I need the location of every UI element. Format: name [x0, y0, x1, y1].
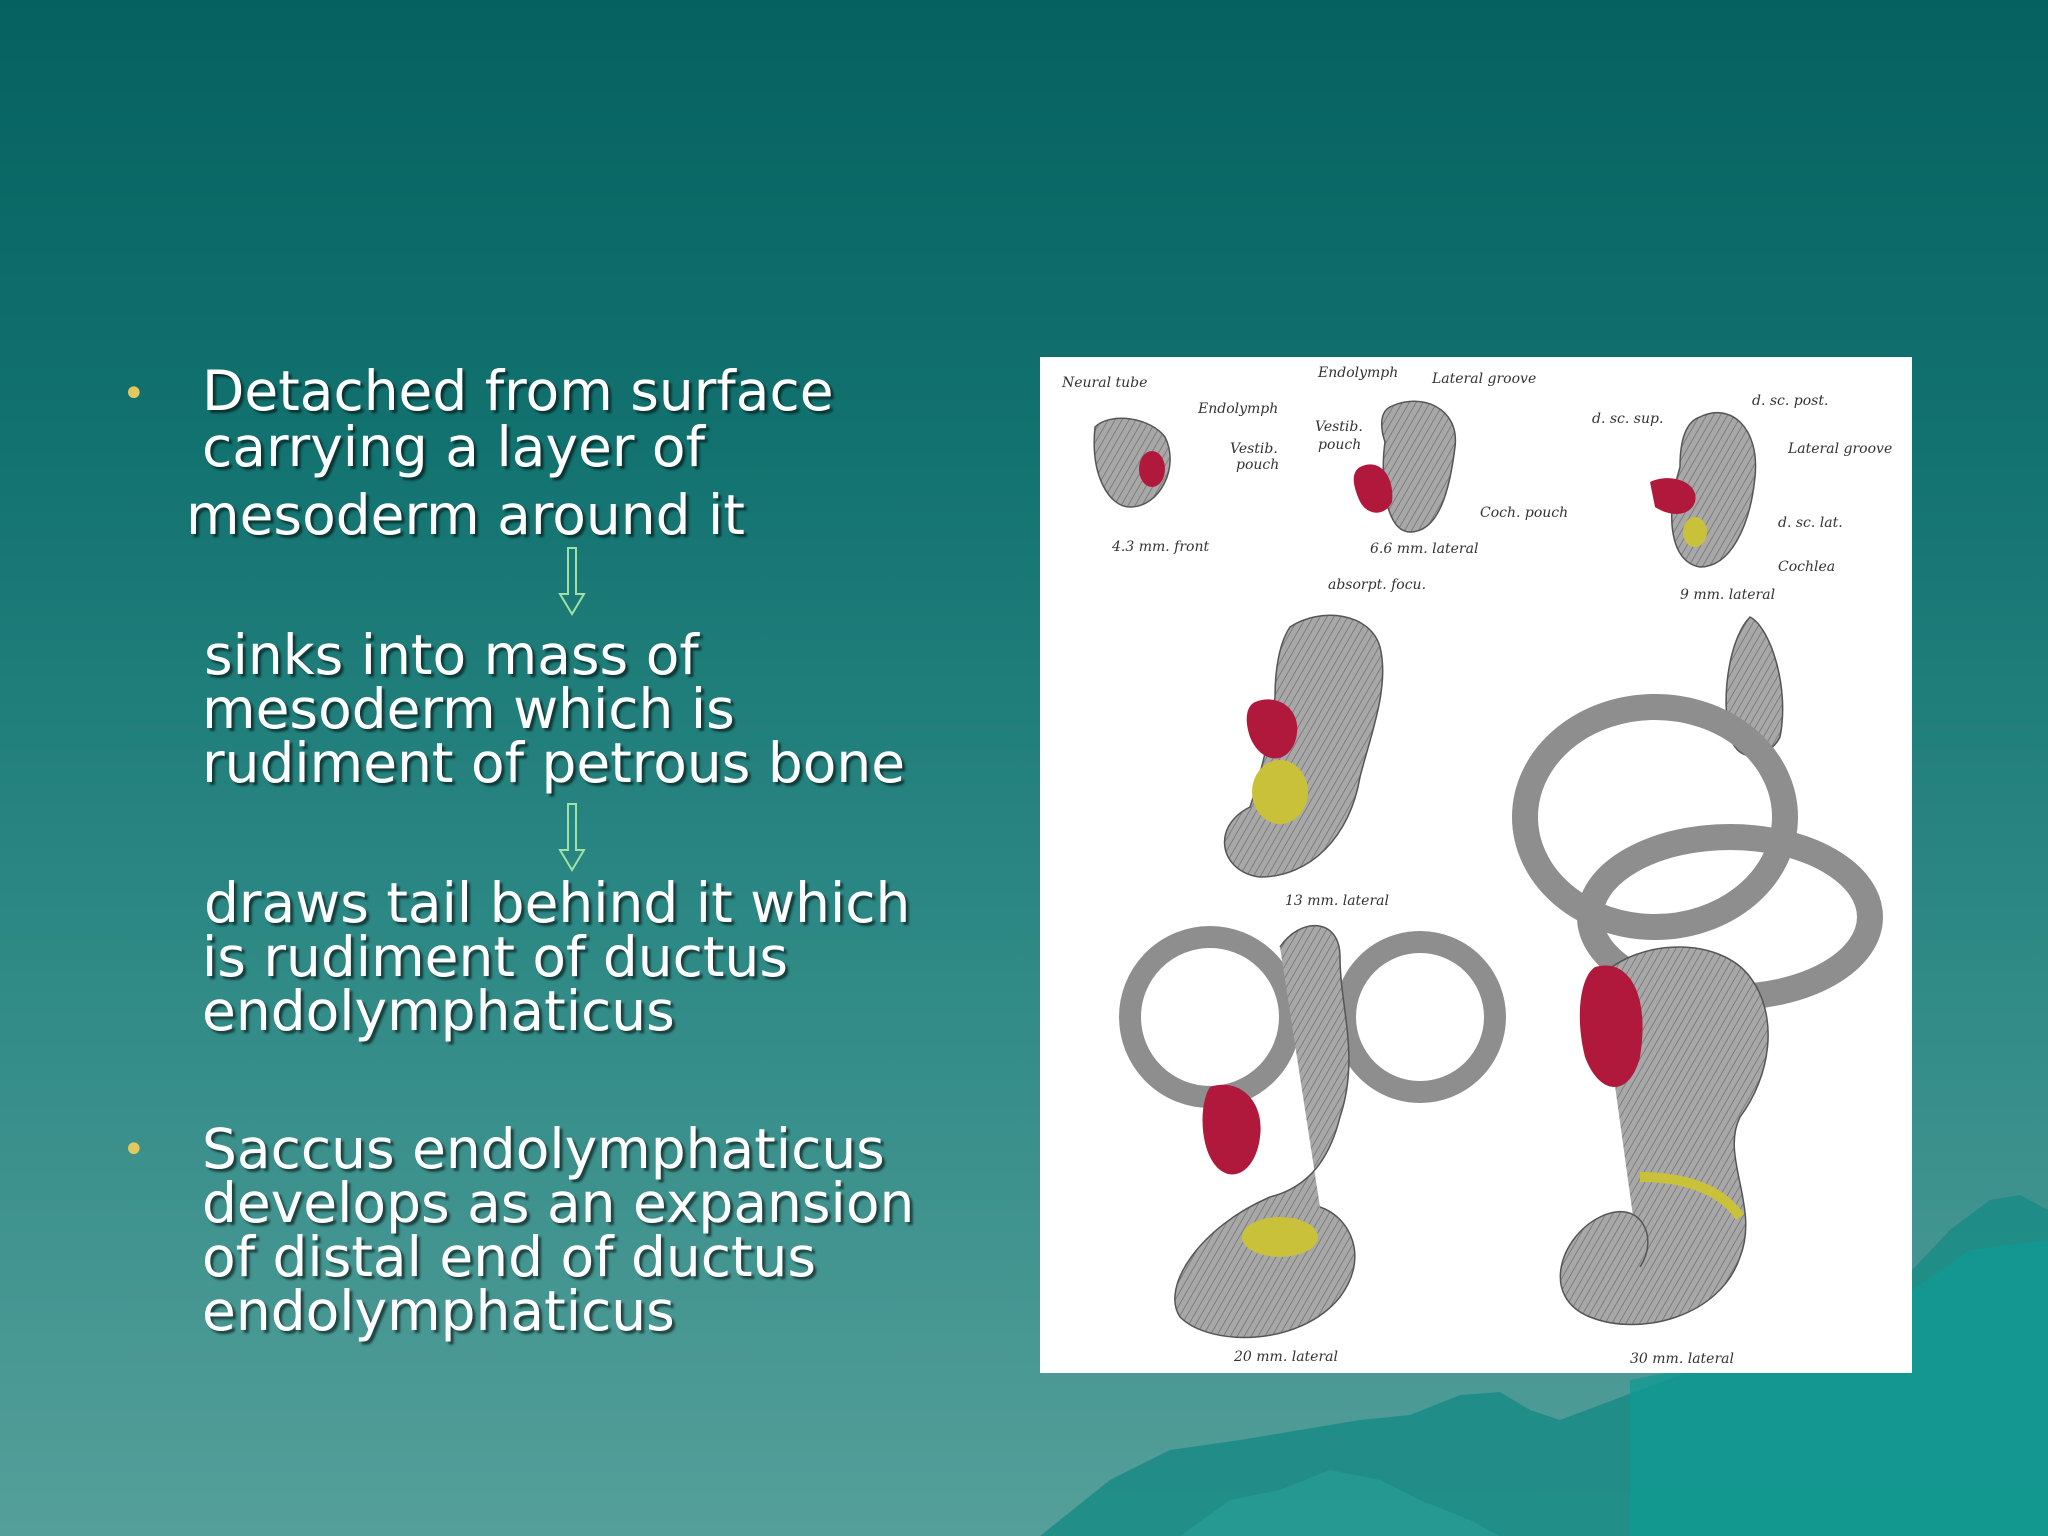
label-cochlea: Cochlea [1778, 559, 1836, 575]
label-pouch-b: pouch [1318, 437, 1362, 453]
stage-2-drawing [1353, 400, 1457, 533]
step-2-line-2: is rudiment of ductus [202, 925, 788, 989]
label-lateral-groove-b: Lateral groove [1788, 441, 1893, 457]
label-neural-tube: Neural tube [1062, 375, 1148, 391]
bullet-2-line-4: endolymphaticus [202, 1279, 675, 1343]
label-d-sc-post: d. sc. post. [1752, 393, 1829, 409]
label-stage-6: 30 mm. lateral [1630, 1351, 1734, 1367]
bullet-2-line-1: Saccus endolymphaticus [202, 1117, 885, 1181]
bullet-marker-1: • [122, 371, 146, 417]
step-1-line-1: sinks into mass of [204, 623, 699, 687]
inner-ear-illustration [1093, 400, 1883, 1339]
label-stage-1: 4.3 mm. front [1112, 539, 1210, 555]
down-arrow-icon [558, 547, 586, 616]
label-d-sc-sup: d. sc. sup. [1592, 411, 1664, 427]
stage-3-drawing [1650, 412, 1757, 568]
bullet-1-line-3: mesoderm around it [186, 483, 745, 547]
down-arrow-icon [558, 803, 586, 872]
label-stage-4: 13 mm. lateral [1285, 893, 1389, 909]
label-vestib-b: Vestib. [1315, 419, 1363, 435]
stage-6-drawing [1512, 616, 1883, 1326]
label-endolymph-a: Endolymph [1198, 401, 1279, 417]
label-absorpt-focus: absorpt. focu. [1328, 577, 1427, 593]
stage-4-drawing [1223, 614, 1384, 878]
step-2-line-1: draws tail behind it which [204, 871, 911, 935]
stage-1-drawing [1093, 417, 1171, 508]
label-coch-pouch: Coch. pouch [1480, 505, 1569, 521]
bullet-1-line-1: Detached from surface [202, 359, 834, 423]
step-2-line-3: endolymphaticus [202, 979, 675, 1043]
inner-ear-development-figure: Neural tube Endolymph Vestib. pouch 4.3 … [1040, 357, 1912, 1373]
label-stage-5: 20 mm. lateral [1234, 1349, 1338, 1365]
stage-5-drawing [1119, 924, 1506, 1339]
step-1-line-2: mesoderm which is [202, 677, 735, 741]
bullet-2-line-2: develops as an expansion [202, 1171, 915, 1235]
step-1-line-3: rudiment of petrous bone [202, 731, 906, 795]
label-lateral-groove-a: Lateral groove [1432, 371, 1537, 387]
label-endolymph-b: Endolymph [1318, 365, 1399, 381]
label-stage-2: 6.6 mm. lateral [1370, 541, 1479, 557]
label-d-sc-lat: d. sc. lat. [1778, 515, 1843, 531]
label-vestib-a: Vestib. [1230, 441, 1278, 457]
label-pouch-a: pouch [1236, 457, 1280, 473]
label-stage-3: 9 mm. lateral [1680, 587, 1776, 603]
bullet-2-line-3: of distal end of ductus [202, 1225, 817, 1289]
bullet-1-line-2: carrying a layer of [202, 415, 705, 479]
bullet-marker-2: • [122, 1127, 146, 1173]
